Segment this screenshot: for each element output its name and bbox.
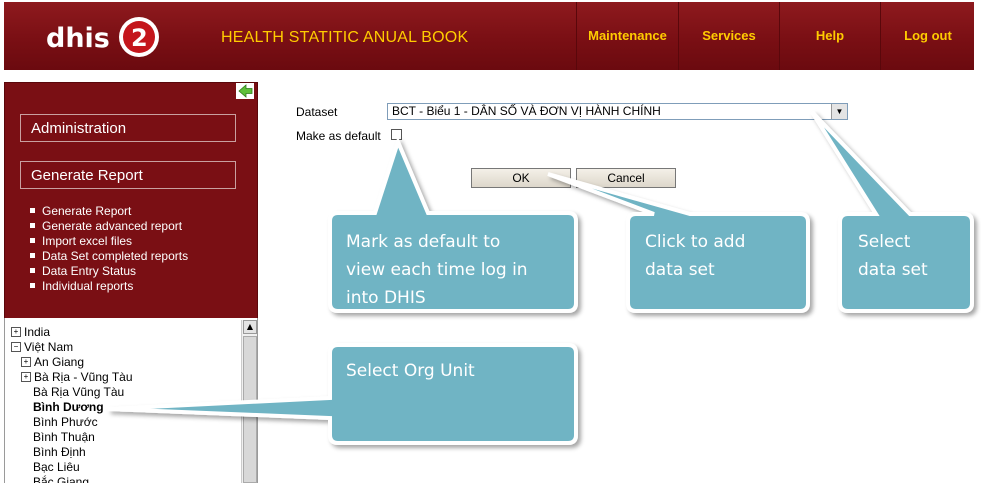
expand-icon[interactable]: +: [21, 356, 31, 367]
chevron-down-icon[interactable]: ▼: [831, 104, 847, 119]
callout-select-org-text: Select Org Unit: [346, 361, 475, 381]
generate-report-button[interactable]: Generate Report: [20, 161, 236, 189]
tree-item-label: Việt Nam: [24, 340, 74, 354]
callout-select-dataset-line2: data set: [858, 260, 928, 280]
report-link[interactable]: Individual reports: [30, 279, 188, 294]
tree-item-label: Bạc Liêu: [33, 460, 80, 474]
tree-item-label: Bà Rịa - Vũng Tàu: [34, 370, 133, 384]
svg-text:2: 2: [131, 24, 148, 52]
collapse-sidebar-arrow-icon[interactable]: [236, 83, 254, 99]
tree-item-label: Bình Định: [33, 445, 86, 459]
administration-button[interactable]: Administration: [20, 114, 236, 142]
nav-logout[interactable]: Log out: [880, 2, 975, 70]
scroll-up-arrow-icon[interactable]: ▲: [243, 320, 257, 334]
tree-item-selected[interactable]: Bình Dương: [33, 400, 104, 415]
expand-icon[interactable]: +: [11, 326, 21, 337]
tree-item-label: Bình Phước: [33, 415, 98, 429]
report-link[interactable]: Generate advanced report: [30, 219, 188, 234]
expand-icon[interactable]: +: [21, 371, 31, 382]
callout-mark-default-line2: view each time log in: [346, 260, 528, 280]
nav-help[interactable]: Help: [779, 2, 880, 70]
tree-item[interactable]: Bình Thuận: [33, 430, 95, 445]
cancel-button[interactable]: Cancel: [576, 168, 676, 188]
report-link[interactable]: Data Entry Status: [30, 264, 188, 279]
make-default-label: Make as default: [296, 129, 381, 143]
collapse-icon[interactable]: −: [11, 341, 21, 352]
report-link[interactable]: Data Set completed reports: [30, 249, 188, 264]
callout-mark-default-line1: Mark as default to: [346, 232, 501, 252]
tree-item-label: India: [24, 325, 51, 339]
tree-item[interactable]: −Việt Nam: [11, 340, 73, 355]
report-link[interactable]: Generate Report: [30, 204, 188, 219]
tree-item-label: Bình Dương: [33, 400, 104, 414]
make-default-checkbox[interactable]: [391, 129, 402, 140]
report-link[interactable]: Import excel files: [30, 234, 188, 249]
tree-scrollbar[interactable]: ▲: [241, 320, 257, 483]
tree-item[interactable]: Bình Phước: [33, 415, 98, 430]
scroll-thumb[interactable]: [243, 336, 257, 483]
tree-item[interactable]: Bình Định: [33, 445, 86, 460]
app-title: HEALTH STATITIC ANUAL BOOK: [221, 29, 469, 46]
dhis2-logo[interactable]: dhis 2: [44, 14, 164, 60]
sidebar: Administration Generate Report Generate …: [4, 82, 258, 320]
tree-item[interactable]: +An Giang: [21, 355, 84, 370]
callout-click-add-line2: data set: [645, 260, 715, 280]
org-unit-tree: +India−Việt Nam+An Giang+Bà Rịa - Vũng T…: [4, 318, 258, 483]
callout-select-dataset-line1: Select: [858, 232, 911, 252]
dataset-select-value: BCT - Biểu 1 - DÂN SỐ VÀ ĐƠN VỊ HÀNH CHÍ…: [392, 104, 661, 118]
nav-services[interactable]: Services: [678, 2, 779, 70]
app-header: dhis 2 HEALTH STATITIC ANUAL BOOK: [4, 2, 974, 70]
nav-maintenance[interactable]: Maintenance: [576, 2, 678, 70]
ok-button[interactable]: OK: [471, 168, 571, 188]
tree-item[interactable]: Bà Rịa Vũng Tàu: [33, 385, 124, 400]
tree-item[interactable]: Bạc Liêu: [33, 460, 80, 475]
tree-item-label: An Giang: [34, 355, 85, 369]
tree-item[interactable]: Bắc Giang: [33, 475, 89, 483]
tree-item[interactable]: +India: [11, 325, 50, 340]
callout-mark-default-line3: into DHIS: [346, 288, 426, 308]
tree-item-label: Bắc Giang: [33, 475, 90, 483]
svg-text:dhis: dhis: [46, 23, 110, 54]
tree-item[interactable]: +Bà Rịa - Vũng Tàu: [21, 370, 133, 385]
dataset-select[interactable]: BCT - Biểu 1 - DÂN SỐ VÀ ĐƠN VỊ HÀNH CHÍ…: [387, 103, 848, 120]
callout-click-add-line1: Click to add: [645, 232, 746, 252]
tree-item-label: Bình Thuận: [33, 430, 95, 444]
dataset-label: Dataset: [296, 105, 338, 119]
tree-item-label: Bà Rịa Vũng Tàu: [33, 385, 125, 399]
